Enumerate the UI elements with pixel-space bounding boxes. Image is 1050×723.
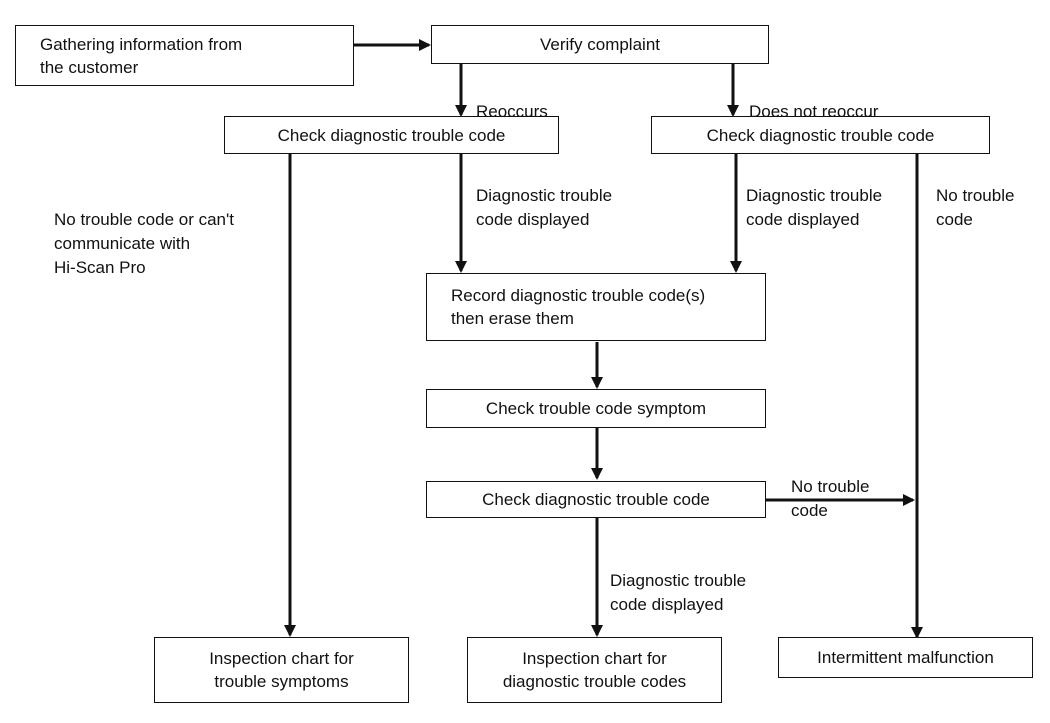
gathering-information-box: Gathering information from the customer xyxy=(15,25,354,86)
intermittent-malfunction-box: Intermittent malfunction xyxy=(778,637,1033,678)
no-trouble-code-center-label: No trouble code xyxy=(791,451,869,523)
gathering-information-text: Gathering information from the customer xyxy=(40,34,243,77)
verify-complaint-text: Verify complaint xyxy=(540,35,660,54)
record-dtc-box: Record diagnostic trouble code(s) then e… xyxy=(426,273,766,341)
check-dtc-left-text: Check diagnostic trouble code xyxy=(277,125,506,145)
no-trouble-code-left-label: No trouble code or can't communicate wit… xyxy=(54,184,234,280)
inspection-dtc-text: Inspection chart for diagnostic trouble … xyxy=(502,649,687,691)
check-dtc-right-text: Check diagnostic trouble code xyxy=(706,125,935,145)
no-trouble-code-left-label-text: No trouble code or can't communicate wit… xyxy=(54,210,234,277)
dtc-displayed-bottom-label-text: Diagnostic trouble code displayed xyxy=(610,571,747,614)
check-trouble-code-symptom-text: Check trouble code symptom xyxy=(485,399,707,418)
inspection-trouble-symptoms-text: Inspection chart for trouble symptoms xyxy=(209,649,354,691)
reoccurs-label: Reoccurs xyxy=(476,76,548,124)
dtc-displayed-right-label-text: Diagnostic trouble code displayed xyxy=(746,186,883,229)
does-not-reoccur-label: Does not reoccur xyxy=(749,76,878,124)
verify-complaint-box: Verify complaint xyxy=(431,25,769,64)
dtc-displayed-left-label-text: Diagnostic trouble code displayed xyxy=(476,186,613,229)
inspection-dtc-box: Inspection chart for diagnostic trouble … xyxy=(467,637,722,703)
no-trouble-code-right-label: No trouble code xyxy=(936,160,1014,232)
does-not-reoccur-label-text: Does not reoccur xyxy=(749,102,879,121)
no-trouble-code-right-label-text: No trouble code xyxy=(936,186,1015,229)
dtc-displayed-bottom-label: Diagnostic trouble code displayed xyxy=(610,545,746,617)
reoccurs-label-text: Reoccurs xyxy=(476,102,548,121)
check-dtc-left-box: Check diagnostic trouble code xyxy=(224,116,559,154)
check-dtc-center-text: Check diagnostic trouble code xyxy=(482,490,710,509)
check-dtc-right-box: Check diagnostic trouble code xyxy=(651,116,990,154)
inspection-trouble-symptoms-box: Inspection chart for trouble symptoms xyxy=(154,637,409,703)
record-dtc-text: Record diagnostic trouble code(s) then e… xyxy=(451,286,706,328)
check-dtc-center-box: Check diagnostic trouble code xyxy=(426,481,766,518)
check-trouble-code-symptom-box: Check trouble code symptom xyxy=(426,389,766,428)
dtc-displayed-left-label: Diagnostic trouble code displayed xyxy=(476,160,612,232)
intermittent-malfunction-text: Intermittent malfunction xyxy=(817,648,994,667)
no-trouble-code-center-label-text: No trouble code xyxy=(791,477,870,520)
dtc-displayed-right-label: Diagnostic trouble code displayed xyxy=(746,160,882,232)
